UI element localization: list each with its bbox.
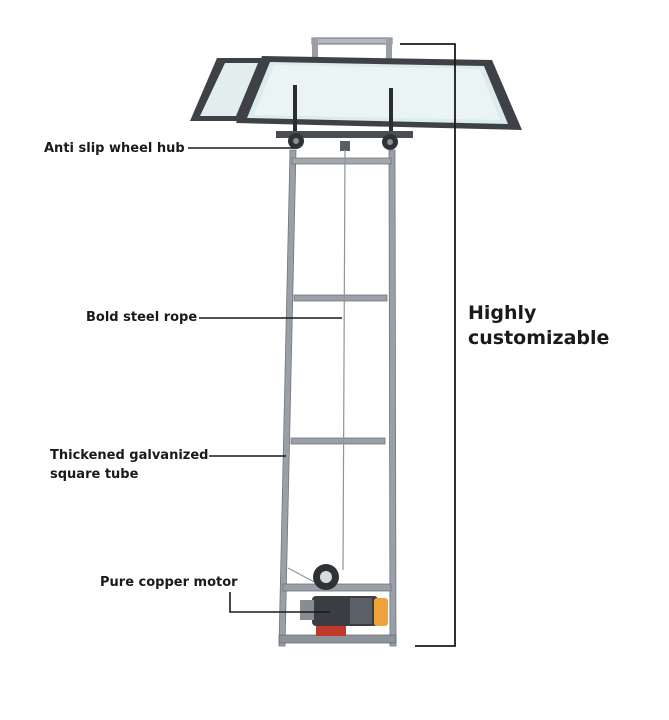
suction-arms xyxy=(293,85,393,136)
bracket-label-line1: Highly xyxy=(468,302,537,324)
steel-rope xyxy=(342,149,346,571)
callout-square-tube: Thickened galvanized square tube xyxy=(50,446,208,484)
bracket-label: Highly customizable xyxy=(468,301,609,351)
callout-square-tube-line2: square tube xyxy=(50,467,139,482)
square-tube-frame xyxy=(278,149,397,647)
callout-steel-rope: Bold steel rope xyxy=(86,310,198,325)
anti-slip-wheel-hub xyxy=(276,131,413,151)
top-handle xyxy=(311,37,393,60)
bracket-label-line2: customizable xyxy=(468,327,610,349)
callout-square-tube-line1: Thickened galvanized xyxy=(50,448,209,463)
callout-wheel-hub: Anti slip wheel hub xyxy=(44,141,185,156)
callout-motor: Pure copper motor xyxy=(100,575,238,590)
height-bracket xyxy=(400,43,456,647)
glass-panel xyxy=(190,56,522,130)
copper-motor xyxy=(300,564,388,636)
leader-lines xyxy=(188,147,342,613)
